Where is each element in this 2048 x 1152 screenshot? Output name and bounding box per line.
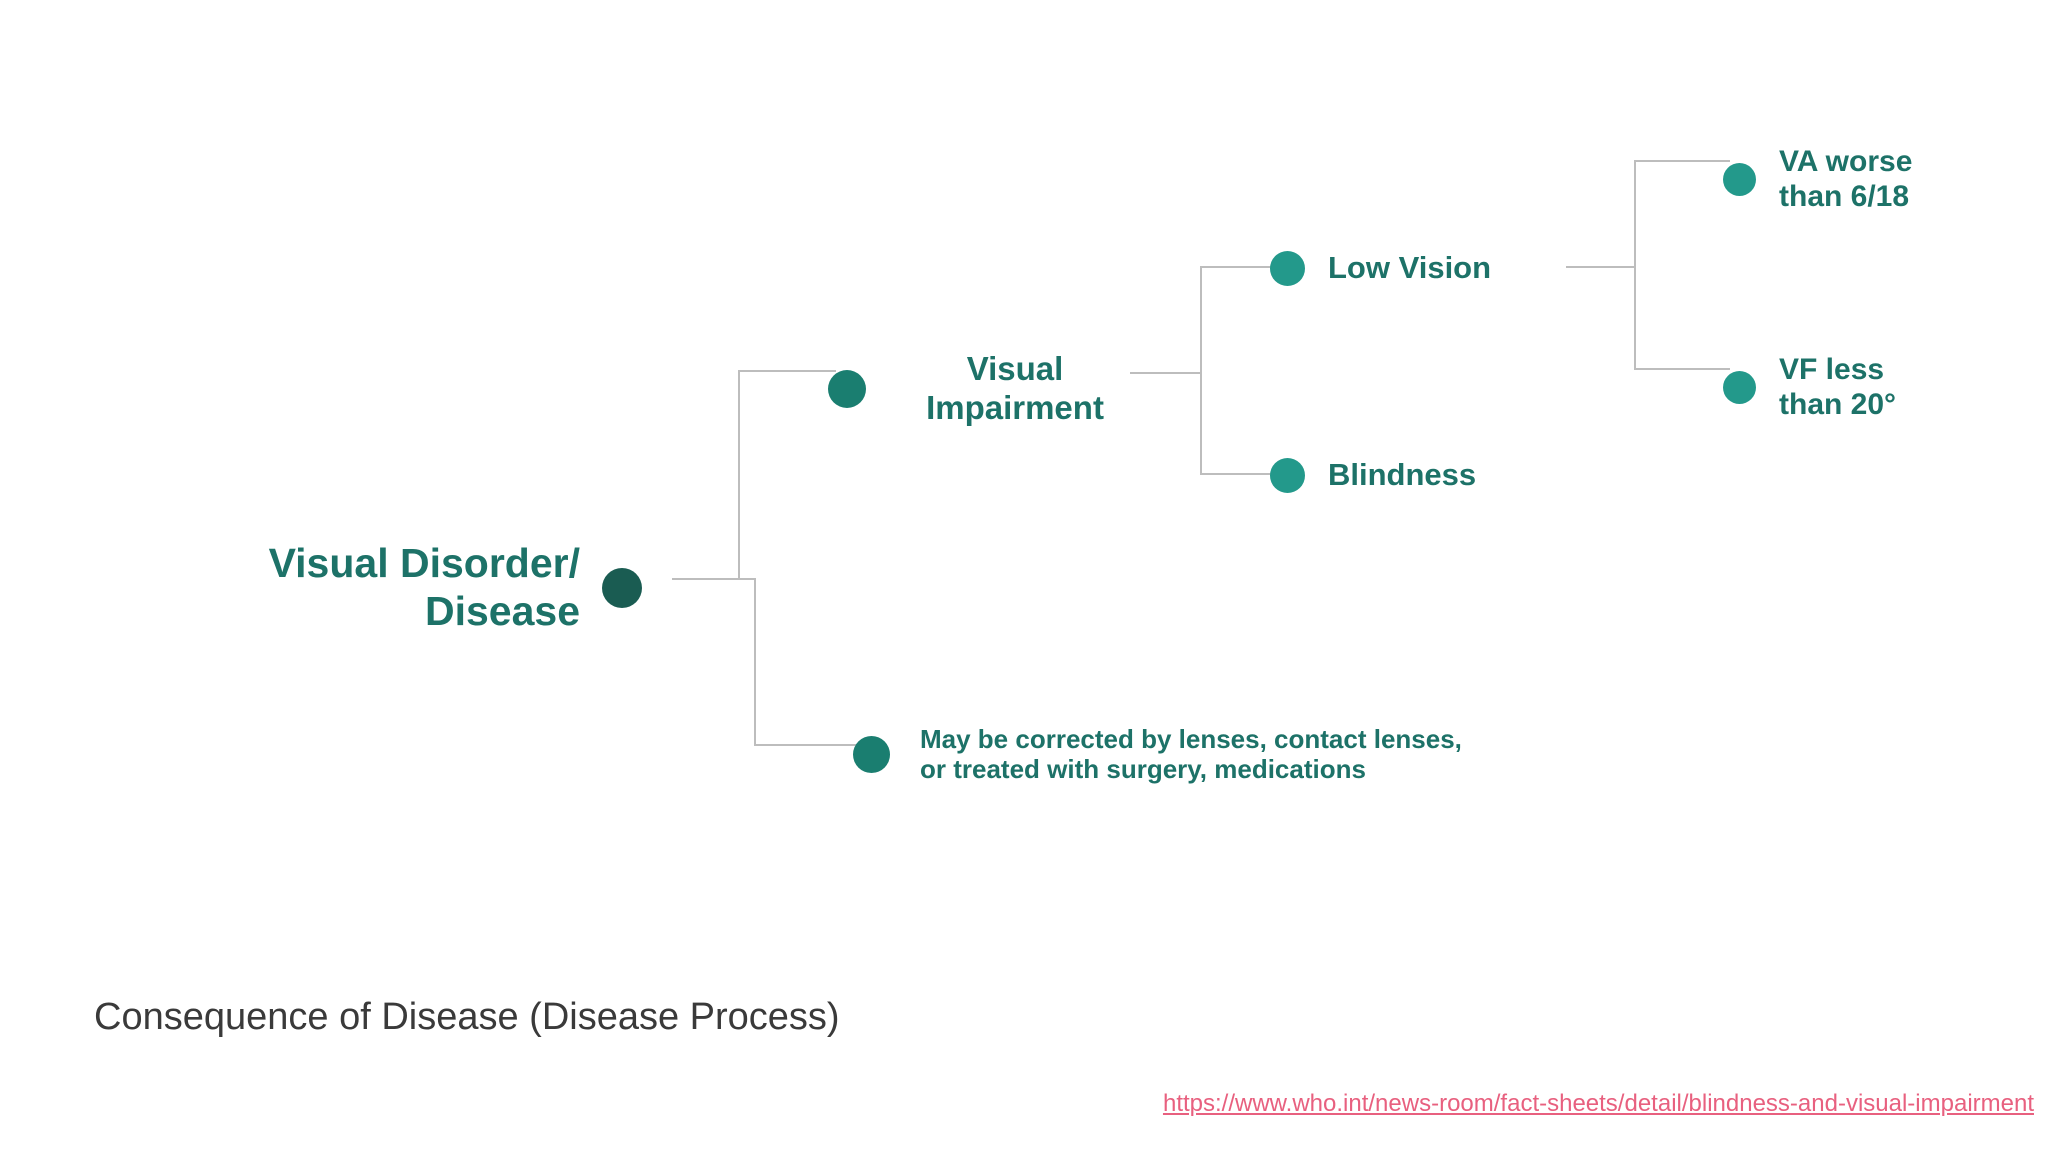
node-label-blindness: Blindness <box>1328 457 1477 492</box>
node-vf-less-than-20[interactable]: VF less than 20° <box>1723 352 1896 422</box>
node-visual-impairment[interactable]: Visual Impairment <box>828 350 1120 427</box>
connector-root-trunk-down <box>754 578 756 746</box>
node-label-low-vision: Low Vision <box>1328 250 1492 285</box>
node-va-worse-than-6-18[interactable]: VA worse than 6/18 <box>1723 144 1912 214</box>
connector-vi-bracket <box>1200 266 1202 474</box>
connector-low-vision-stem <box>1566 266 1636 268</box>
branch-dot-icon <box>828 369 866 408</box>
source-url-link[interactable]: https://www.who.int/news-room/fact-sheet… <box>1162 1090 2034 1117</box>
connector-to-blindness <box>1200 473 1278 475</box>
leaf-dot-icon <box>1270 457 1305 493</box>
node-label-visual-disorder-disease: Visual Disorder/ Disease <box>268 540 580 634</box>
root-dot-icon <box>602 567 642 608</box>
leaf-dot-icon <box>1270 250 1305 286</box>
connector-to-may-be-corrected <box>754 744 862 746</box>
node-label-visual-impairment: Visual Impairment <box>926 350 1104 426</box>
leaf-dot-icon <box>1723 162 1756 196</box>
node-may-be-corrected[interactable]: May be corrected by lenses, contact lens… <box>853 724 1462 785</box>
connector-to-low-vision <box>1200 266 1278 268</box>
connector-to-visual-impairment <box>738 370 836 372</box>
connector-root-stem <box>672 578 756 580</box>
branch-dot-icon <box>853 735 890 773</box>
connector-to-vf <box>1634 368 1730 370</box>
connector-low-vision-bracket <box>1634 160 1636 368</box>
node-visual-disorder-disease[interactable]: Visual Disorder/ Disease <box>150 540 642 636</box>
node-label-may-be-corrected: May be corrected by lenses, contact lens… <box>920 724 1462 785</box>
node-label-vf-less-than-20: VF less than 20° <box>1779 353 1897 422</box>
node-low-vision[interactable]: Low Vision <box>1270 250 1491 286</box>
node-blindness[interactable]: Blindness <box>1270 457 1476 493</box>
node-label-va-worse-than-6-18: VA worse than 6/18 <box>1779 145 1913 214</box>
slide-caption: Consequence of Disease (Disease Process) <box>94 996 840 1038</box>
connector-to-va <box>1634 160 1730 162</box>
leaf-dot-icon <box>1723 370 1756 404</box>
connector-vi-stem <box>1130 372 1202 374</box>
connector-root-trunk-up <box>738 370 740 580</box>
